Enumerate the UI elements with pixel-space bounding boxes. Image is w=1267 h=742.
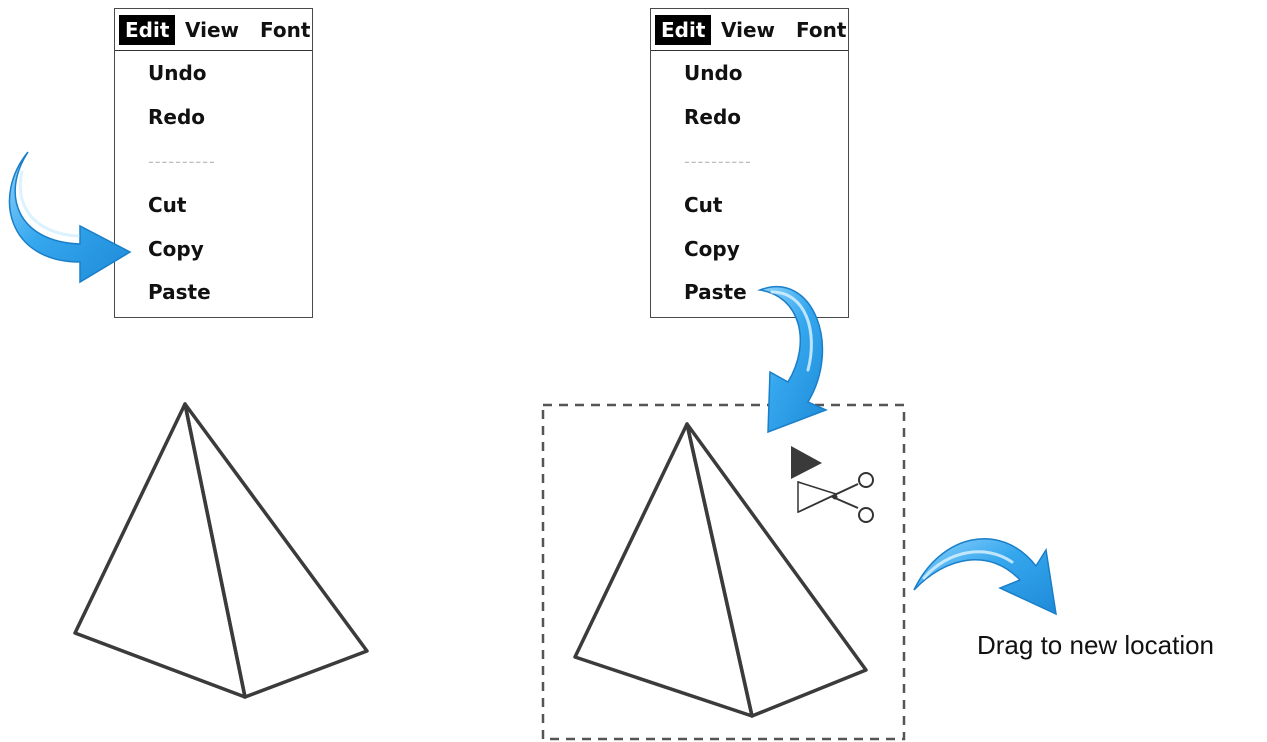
- menu-bar: Edit View Font: [115, 9, 312, 51]
- menu-tab-font[interactable]: Font: [796, 18, 847, 42]
- menu-item-redo[interactable]: Redo: [148, 105, 206, 129]
- curved-arrow-icon: [8, 151, 132, 284]
- cursor-arrow-icon: [791, 446, 822, 479]
- menu-tab-view[interactable]: View: [721, 18, 776, 42]
- edit-menu-right: Edit View Font Undo Redo ---------- Cut …: [650, 8, 849, 318]
- menu-bar: Edit View Font: [651, 9, 848, 51]
- curved-arrow-icon: [757, 286, 828, 434]
- curved-arrow-icon: [913, 538, 1057, 616]
- menu-item-cut[interactable]: Cut: [148, 193, 187, 217]
- menu-item-paste[interactable]: Paste: [148, 280, 211, 304]
- menu-item-redo[interactable]: Redo: [684, 105, 742, 129]
- menu-separator: ----------: [684, 152, 752, 171]
- menu-item-copy[interactable]: Copy: [684, 237, 740, 261]
- selection-box[interactable]: [541, 403, 906, 741]
- menu-tab-font[interactable]: Font: [260, 18, 311, 42]
- drag-caption: Drag to new location: [977, 630, 1215, 660]
- menu-item-undo[interactable]: Undo: [148, 61, 207, 85]
- menu-item-undo[interactable]: Undo: [684, 61, 743, 85]
- pyramid-left: [73, 402, 369, 699]
- menu-item-cut[interactable]: Cut: [684, 193, 723, 217]
- menu-item-copy[interactable]: Copy: [148, 237, 204, 261]
- menu-tab-edit[interactable]: Edit: [119, 15, 176, 45]
- edit-menu-left: Edit View Font Undo Redo ---------- Cut …: [114, 8, 313, 318]
- menu-item-paste[interactable]: Paste: [684, 280, 747, 304]
- menu-tab-view[interactable]: View: [185, 18, 240, 42]
- menu-separator: ----------: [148, 152, 216, 171]
- scissors-icon: [797, 472, 874, 523]
- menu-tab-edit[interactable]: Edit: [655, 15, 712, 45]
- pyramid-right: [573, 422, 868, 718]
